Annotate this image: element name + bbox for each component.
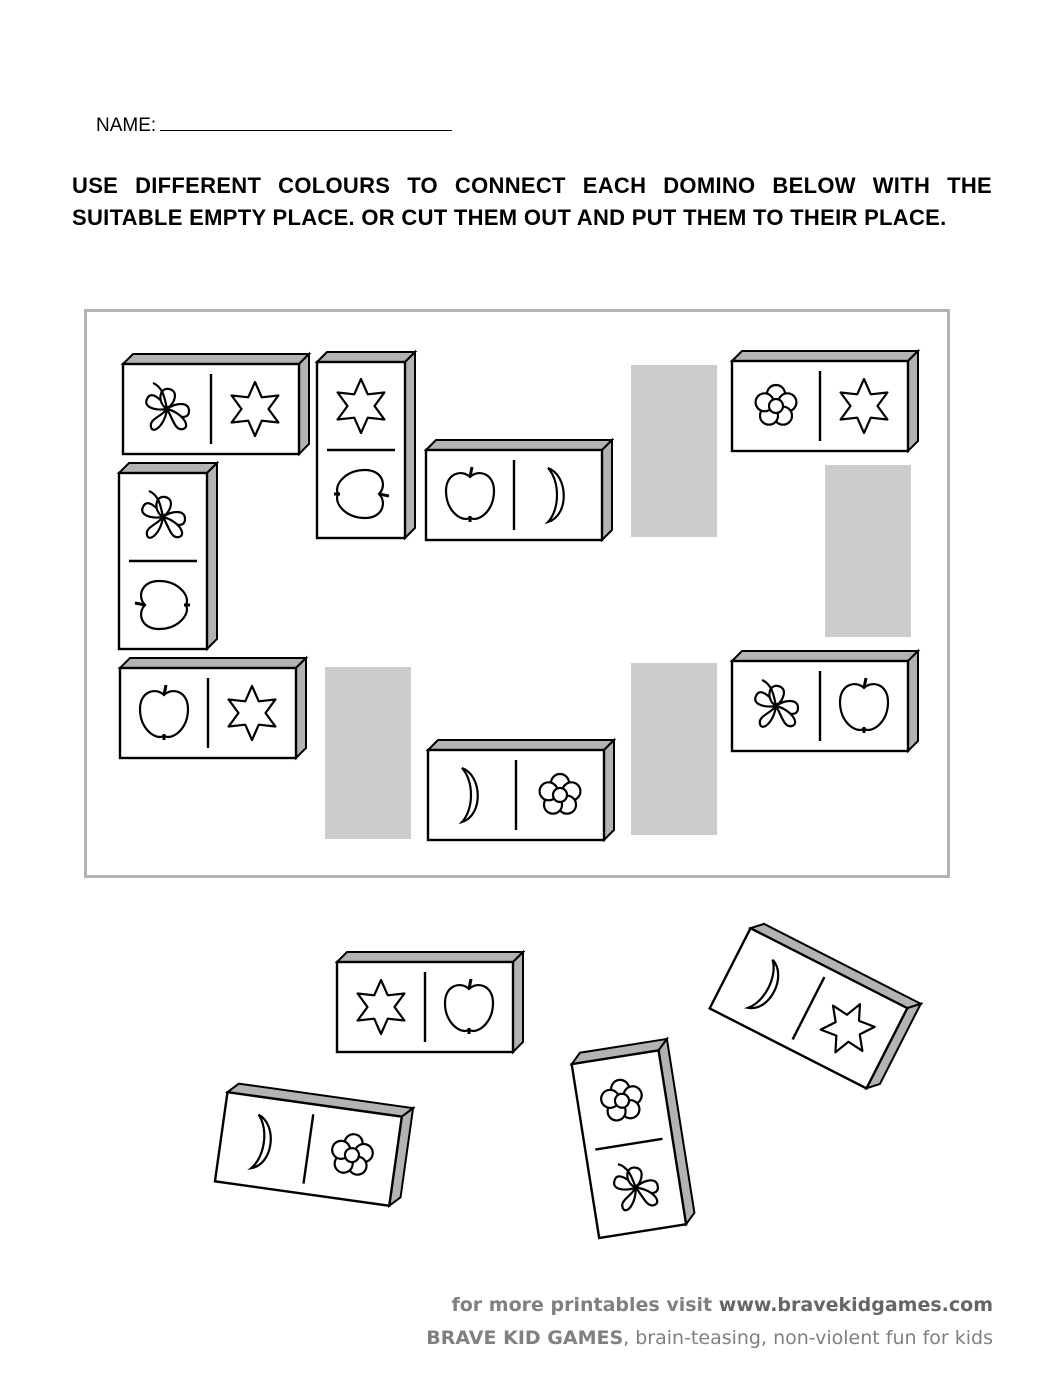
placed-domino[interactable]	[117, 655, 310, 761]
loose-domino[interactable]	[334, 949, 527, 1055]
instructions-text: USE DIFFERENT COLOURS TO CONNECT EACH DO…	[72, 173, 992, 230]
footer-line-2: BRAVE KID GAMES, brain-teasing, non-viol…	[426, 1327, 993, 1349]
empty-slot[interactable]	[825, 465, 911, 637]
footer-url-link[interactable]: www.bravekidgames.com	[718, 1294, 993, 1316]
empty-slot[interactable]	[325, 667, 411, 839]
name-label: NAME:	[96, 115, 157, 136]
placed-domino[interactable]	[729, 348, 922, 454]
domino-board	[84, 309, 950, 878]
placed-domino[interactable]	[425, 737, 618, 843]
placed-domino[interactable]	[314, 349, 421, 541]
footer-tagline: , brain-teasing, non-violent fun for kid…	[623, 1327, 993, 1349]
footer-line-1: for more printables visit www.bravekidga…	[451, 1294, 993, 1316]
placed-domino[interactable]	[729, 648, 922, 754]
placed-domino[interactable]	[120, 351, 313, 457]
name-blank-line[interactable]	[160, 114, 453, 131]
loose-domino[interactable]	[708, 918, 926, 1097]
loose-domino[interactable]	[213, 1080, 418, 1209]
name-field: NAME:	[96, 114, 453, 137]
placed-domino[interactable]	[116, 460, 223, 652]
footer-prefix: for more printables visit	[451, 1294, 713, 1316]
empty-slot[interactable]	[631, 365, 717, 537]
loose-domino[interactable]	[569, 1036, 702, 1240]
empty-slot[interactable]	[631, 663, 717, 835]
placed-domino[interactable]	[423, 437, 616, 543]
footer-brand: BRAVE KID GAMES	[426, 1327, 624, 1349]
